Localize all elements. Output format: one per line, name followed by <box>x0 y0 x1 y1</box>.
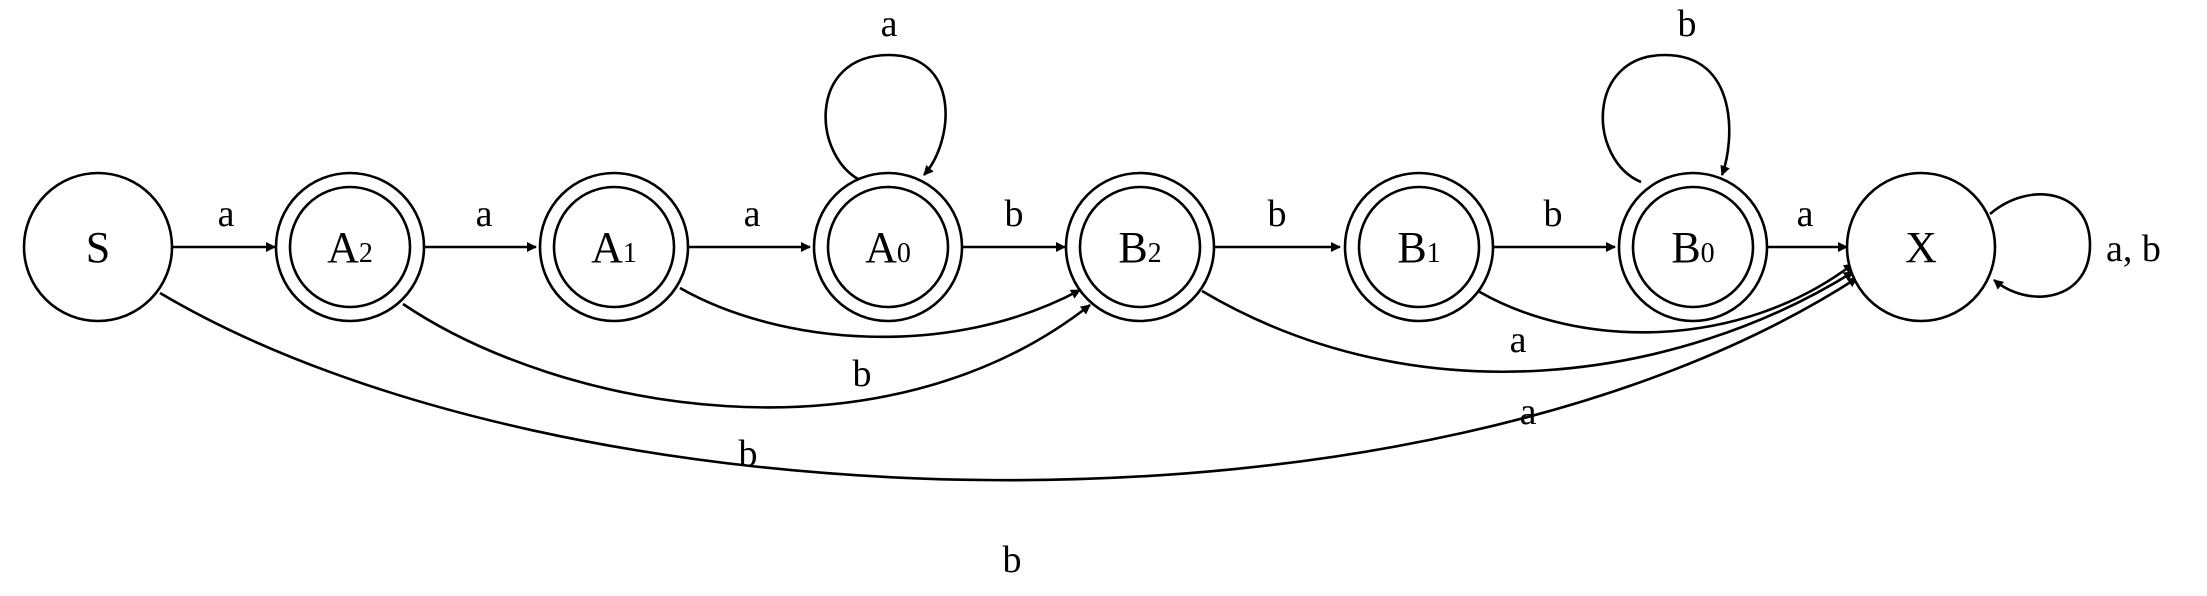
state-circle <box>1845 171 1997 323</box>
accepting-ring <box>1078 185 1202 309</box>
state-label: B1 <box>1397 223 1440 272</box>
state-circle <box>274 171 426 323</box>
transition-arrow <box>679 286 1081 339</box>
transition-b1-x: a <box>1477 262 1854 361</box>
transition-s-a2: a <box>172 193 276 252</box>
transition-label: b <box>739 433 758 475</box>
state-circle <box>1617 171 1769 323</box>
transition-arrow <box>824 53 947 184</box>
transition-label: b <box>853 353 872 395</box>
transition-arrow <box>1477 262 1854 334</box>
state-a2: A2 <box>274 171 426 323</box>
state-label: B2 <box>1118 223 1161 272</box>
transition-a0-self: a <box>824 3 947 184</box>
transition-arrow <box>1989 193 2092 298</box>
transition-label: b <box>1005 193 1024 235</box>
state-b0: B0 <box>1617 171 1769 323</box>
transition-arrow <box>159 276 1858 482</box>
state-label: B0 <box>1671 223 1714 272</box>
state-b2: B2 <box>1064 171 1216 323</box>
transition-x-self: a, b <box>1989 193 2161 298</box>
state-circle <box>1343 171 1495 323</box>
transition-a0-b2: b <box>962 193 1066 252</box>
state-b1: B1 <box>1343 171 1495 323</box>
state-label: A2 <box>327 223 373 272</box>
transition-b1-b0: b <box>1493 193 1616 252</box>
state-a0: A0 <box>812 171 964 323</box>
transition-label: a <box>1797 193 1814 235</box>
states: S A2 A1 A0 B2 B1 B0 <box>22 171 1997 323</box>
transition-b2-b1: b <box>1214 193 1341 252</box>
state-label: S <box>86 223 110 272</box>
transition-arrow <box>1601 53 1731 184</box>
accepting-ring <box>1631 185 1755 309</box>
transition-label: a <box>218 193 235 235</box>
transition-b0-self: b <box>1601 3 1731 184</box>
transition-b2-x: a <box>1201 270 1854 433</box>
transition-label: b <box>1544 193 1563 235</box>
state-s: S <box>22 171 174 323</box>
state-circle <box>812 171 964 323</box>
state-label: A1 <box>591 223 637 272</box>
transition-label: a <box>1520 391 1537 433</box>
transition-label: a <box>744 193 761 235</box>
transition-arrow <box>1201 270 1854 374</box>
state-circle <box>1064 171 1216 323</box>
state-circle <box>538 171 690 323</box>
state-x: X <box>1845 171 1997 323</box>
transition-arrow <box>402 302 1091 409</box>
state-circle <box>22 171 174 323</box>
transition-b0-x: a <box>1767 193 1848 252</box>
transition-label: a <box>1510 319 1527 361</box>
transition-a1-a0: a <box>689 193 811 252</box>
transition-label: b <box>1003 539 1022 581</box>
transition-label: b <box>1268 193 1287 235</box>
state-label: A0 <box>865 223 911 272</box>
state-a1: A1 <box>538 171 690 323</box>
accepting-ring <box>826 185 950 309</box>
accepting-ring <box>1357 185 1481 309</box>
transition-s-x: b <box>159 276 1858 581</box>
transition-label: a <box>881 3 898 45</box>
transition-label: a <box>476 193 493 235</box>
transition-a1-b2: b <box>679 286 1081 395</box>
transition-label: a, b <box>2106 228 2161 270</box>
transition-a2-b2: b <box>402 302 1091 475</box>
state-label: X <box>1905 223 1937 272</box>
accepting-ring <box>288 185 412 309</box>
transitions: a a a a b b b <box>159 3 2161 581</box>
transition-a2-a1: a <box>424 193 537 252</box>
transition-label: b <box>1678 3 1697 45</box>
accepting-ring <box>552 185 676 309</box>
